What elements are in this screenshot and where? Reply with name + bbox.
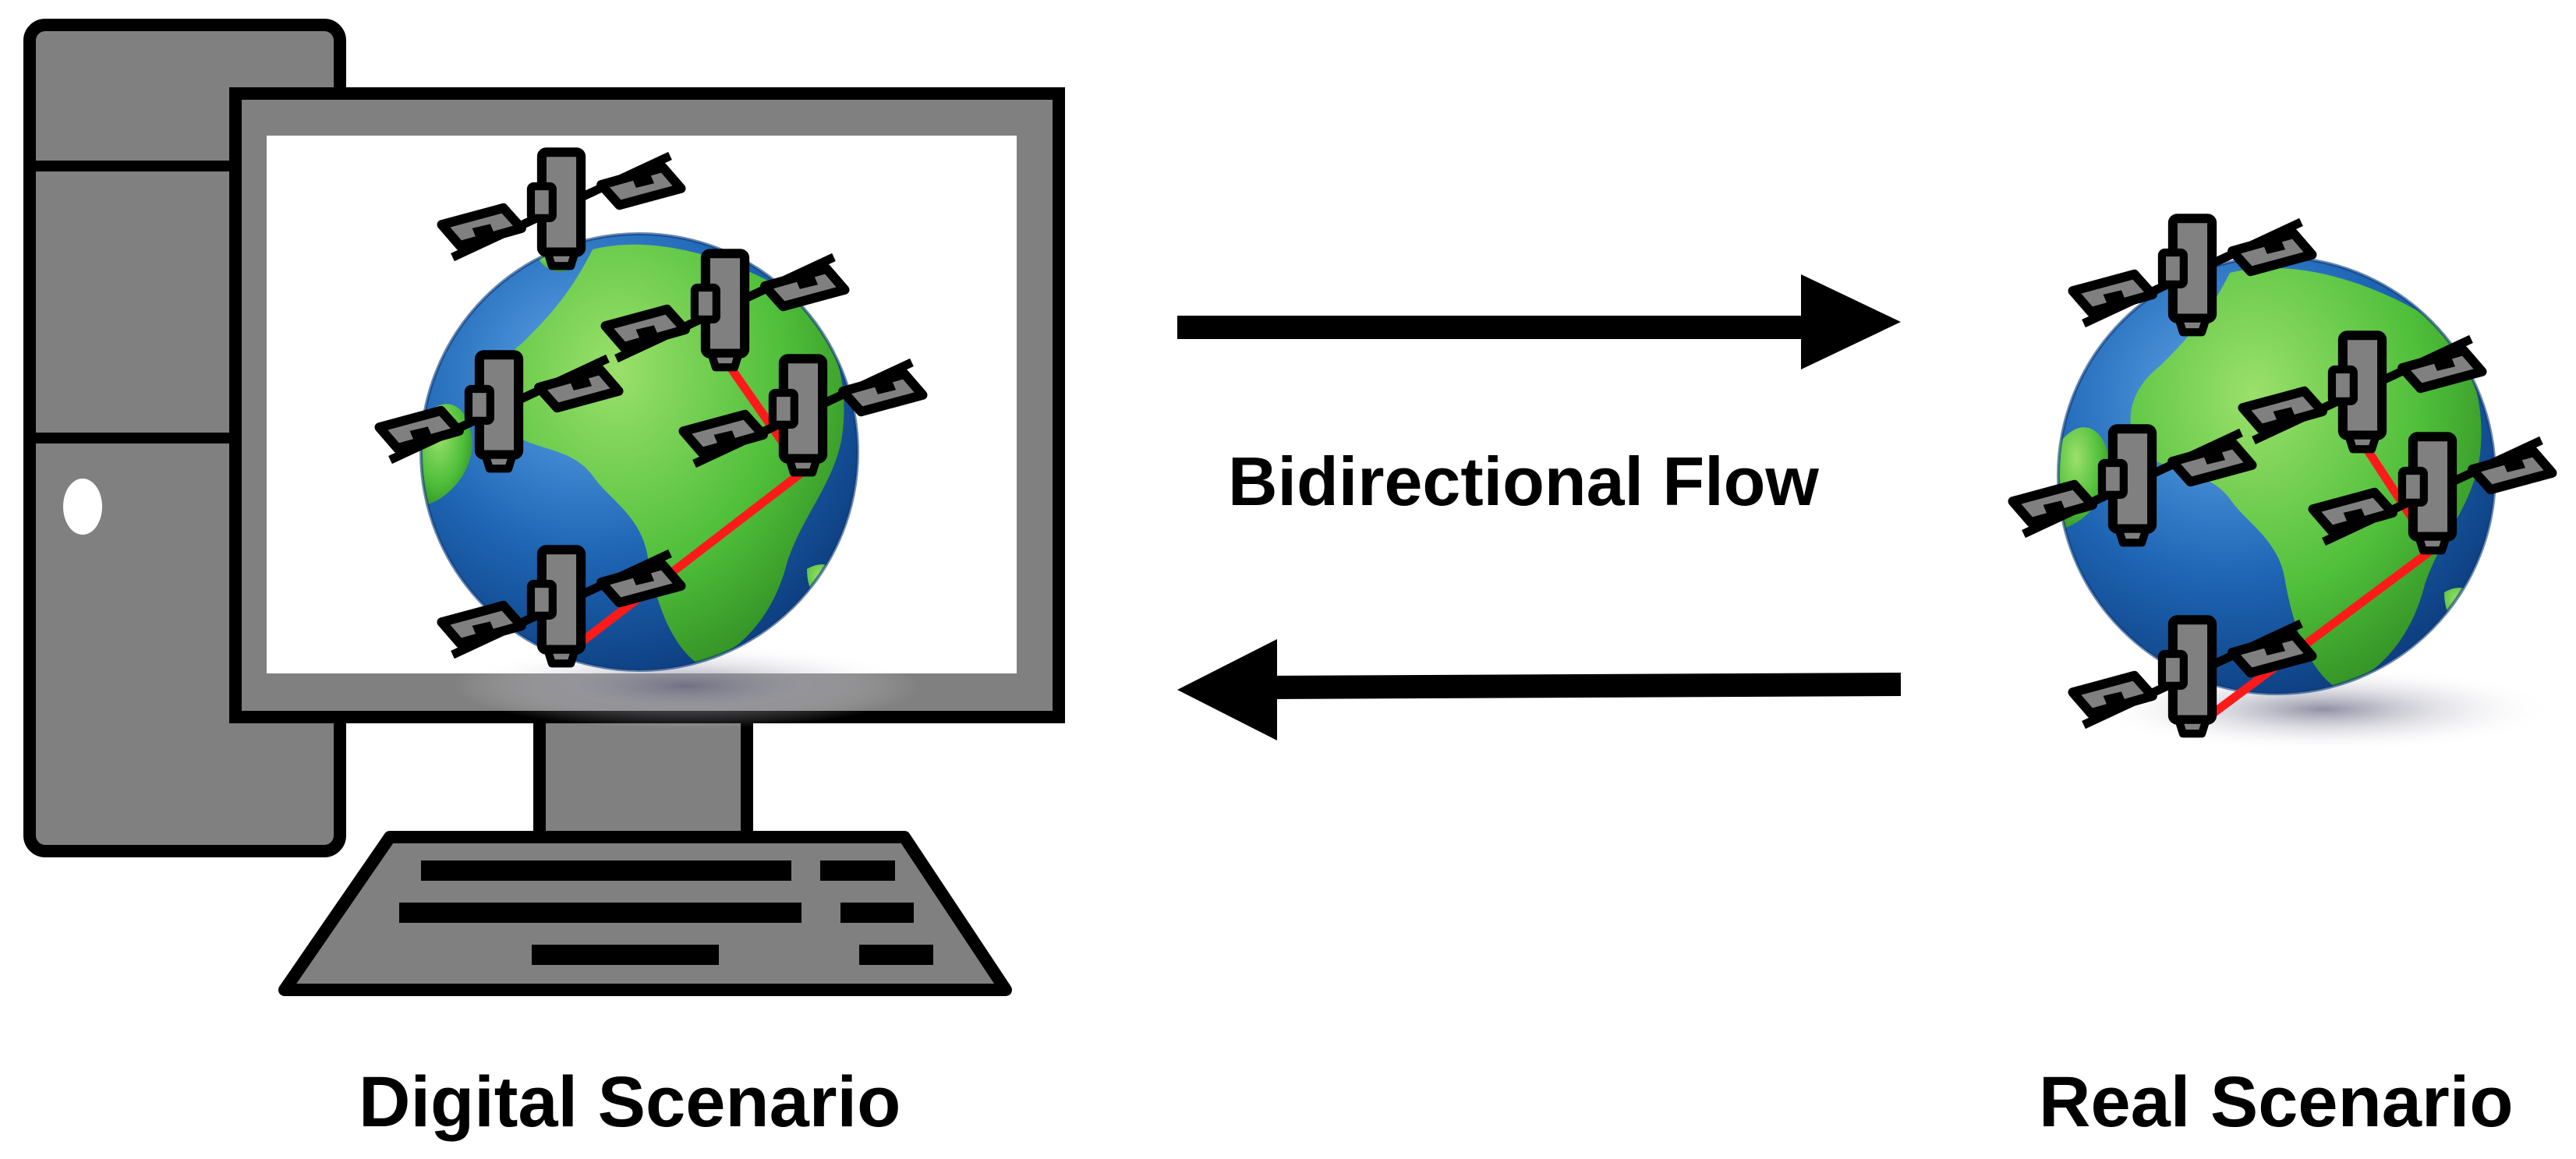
- monitor-stand: [533, 703, 753, 848]
- real-scenario-label: Real Scenario: [2039, 1062, 2514, 1142]
- arrow-right-icon: [1177, 274, 1901, 369]
- bidirectional-flow-label: Bidirectional Flow: [1228, 443, 1819, 520]
- real-globe-scene: [2013, 218, 2557, 752]
- digital-globe-scene: [380, 152, 923, 729]
- power-button-icon: [63, 479, 102, 535]
- arrow-left-icon: [1177, 639, 1902, 740]
- digital-scenario-label: Digital Scenario: [359, 1062, 901, 1142]
